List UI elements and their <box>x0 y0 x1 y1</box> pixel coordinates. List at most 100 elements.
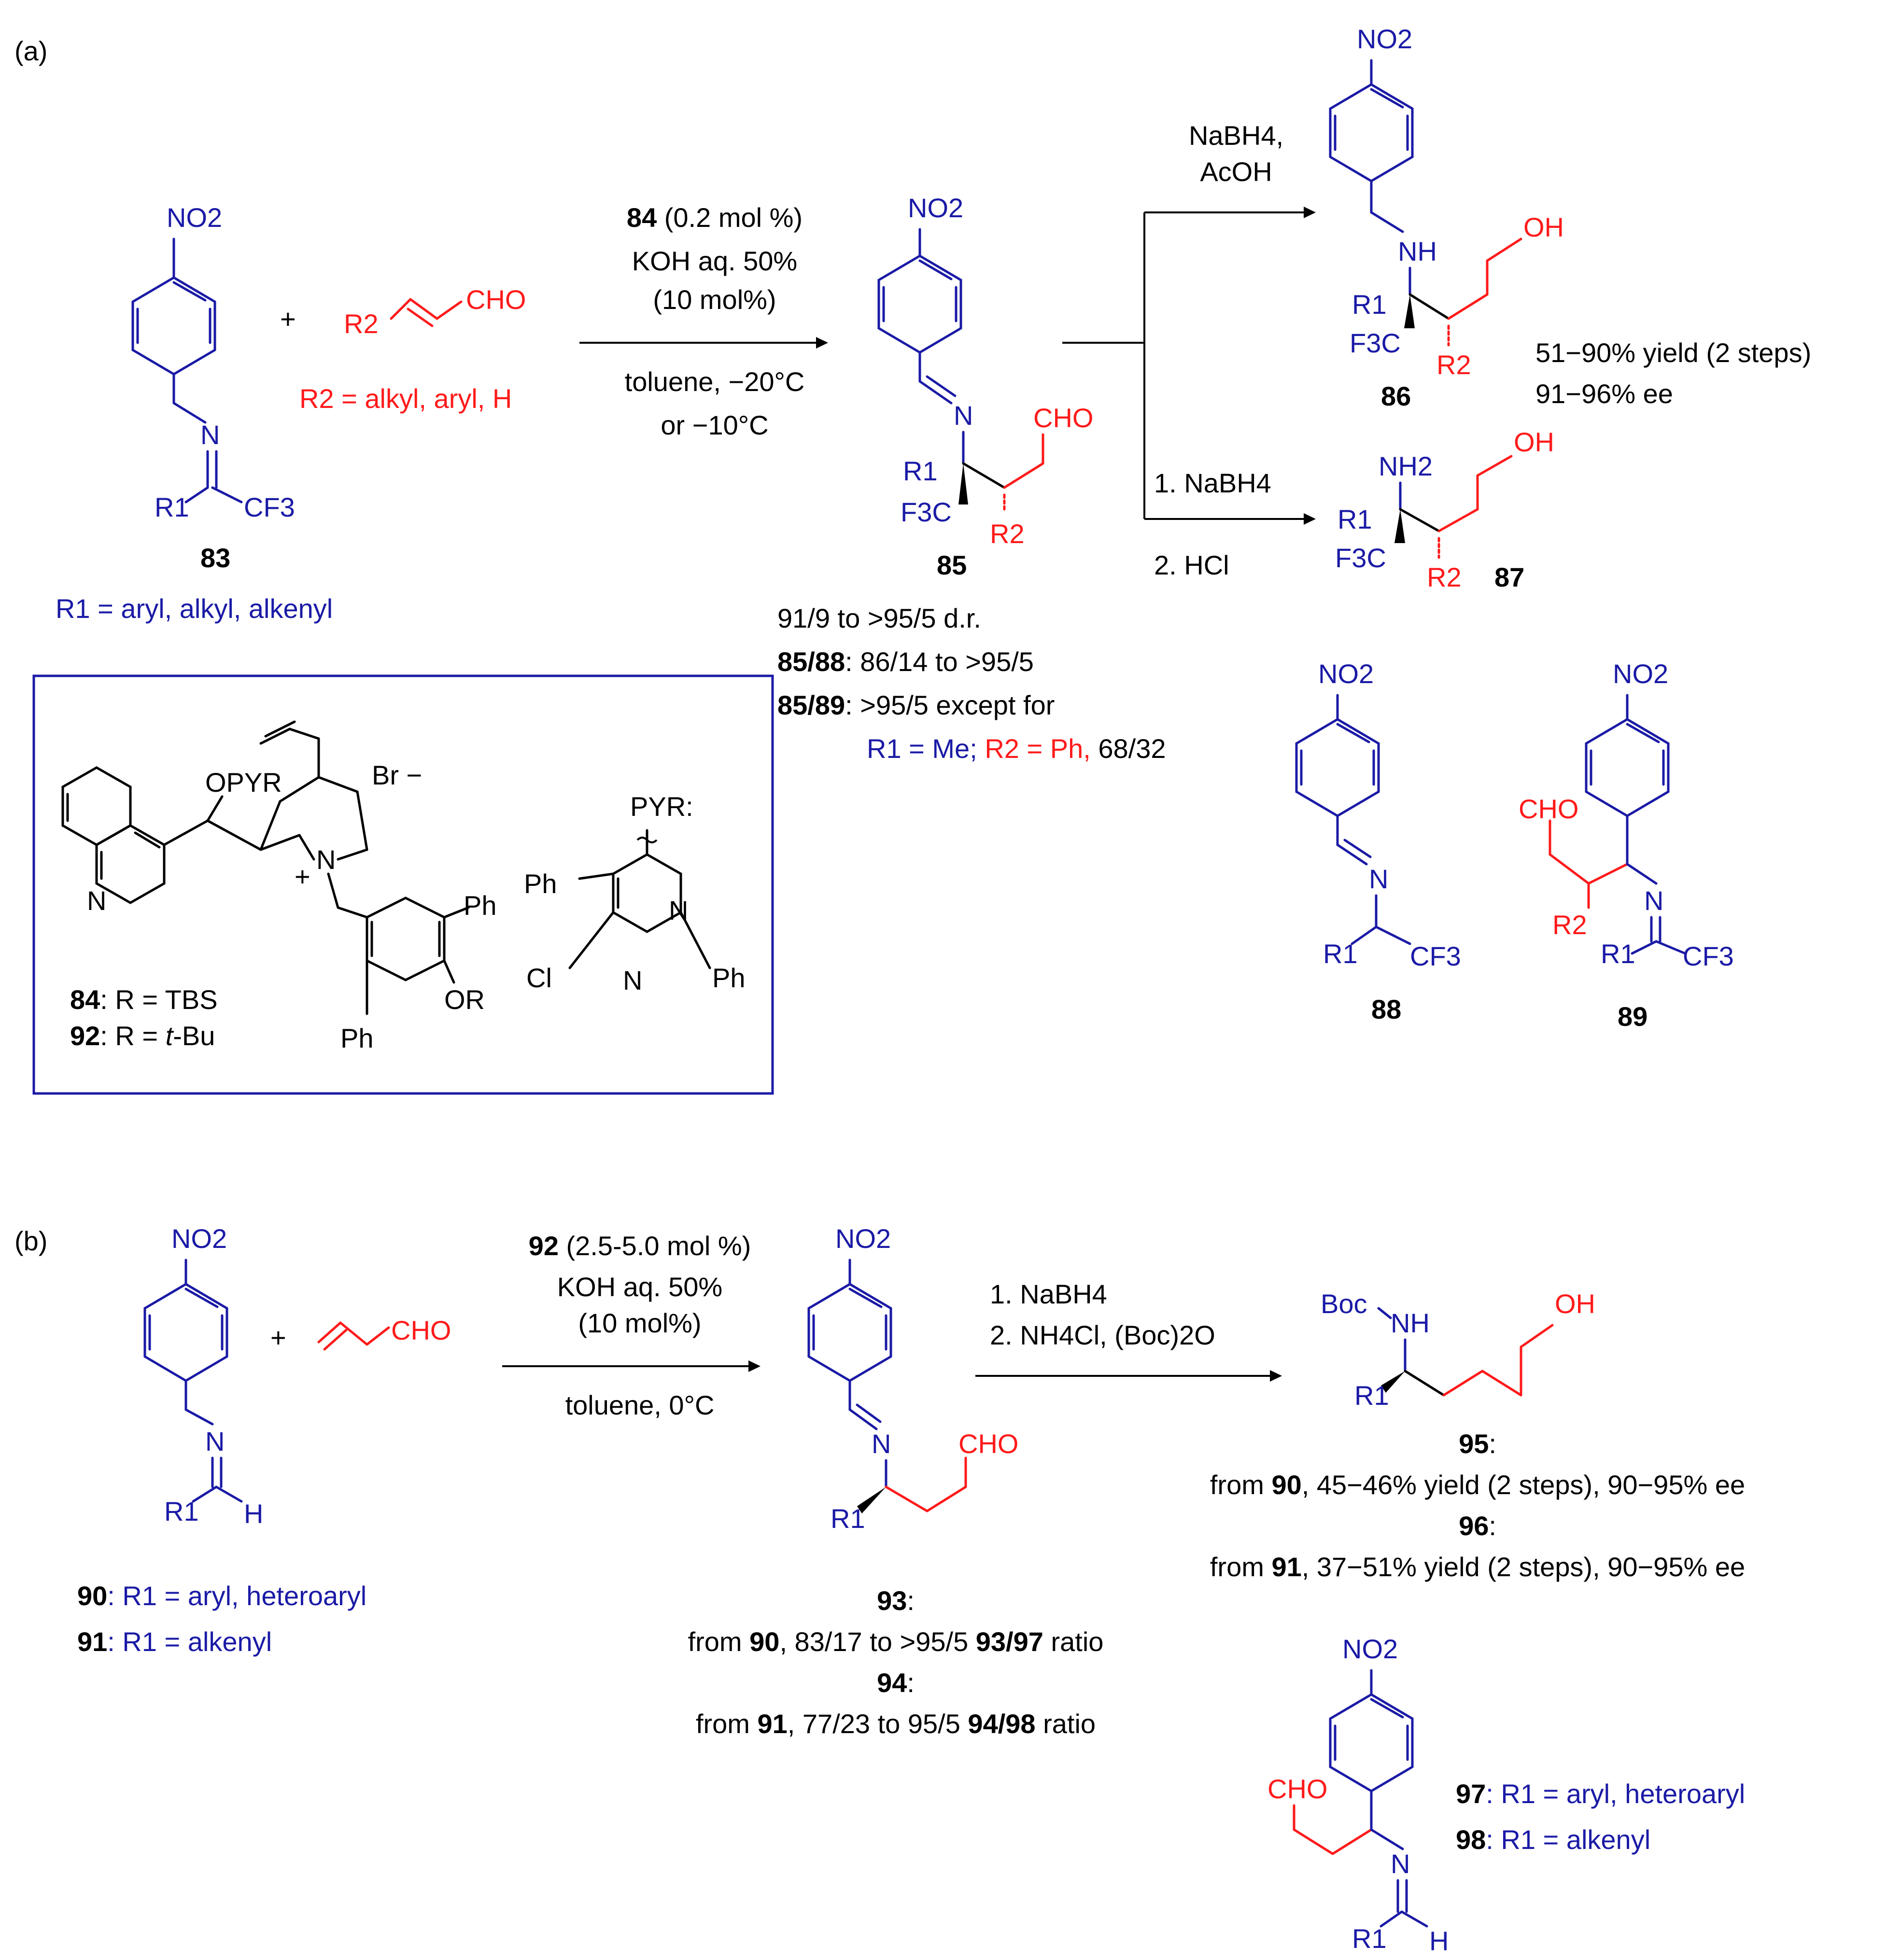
f3c-label: F3C <box>1350 328 1401 358</box>
conditions-base-amount: (10 mol%) <box>653 284 776 315</box>
yield-86: 51−90% yield (2 steps) <box>1535 337 1811 368</box>
reaction-arrow-b2: 1. NaBH4 2. NH4Cl, (Boc)2O <box>975 1279 1282 1382</box>
f3c-label: F3C <box>901 497 952 527</box>
upper-step-acid: AcOH <box>1200 156 1272 187</box>
r2-label: R2 <box>1436 350 1471 380</box>
step-1-reagent: 1. NaBH4 <box>990 1279 1107 1309</box>
ratio-85-88: 85/88: 86/14 to >95/5 <box>777 646 1034 677</box>
imine-n-label: N <box>954 400 973 431</box>
r2-label: R2 <box>344 308 379 339</box>
conditions-base: KOH aq. 50% <box>557 1272 722 1302</box>
imine-h-label: H <box>244 1498 263 1529</box>
catalyst-84-legend: 84: R = TBS <box>70 984 218 1015</box>
compound-95-yield: from 90, 45−46% yield (2 steps), 90−95% … <box>1210 1470 1745 1500</box>
part-b: (b) NO2 N R1 H 90: R1 = aryl, heteroaryl… <box>14 1223 1745 1956</box>
r1-label: R1 <box>164 1496 199 1526</box>
pyrimidine-ph-top: Ph <box>524 868 557 899</box>
starting-material-90-91: NO2 N R1 H 90: R1 = aryl, heteroaryl 91:… <box>77 1223 366 1657</box>
r2-label: R2 <box>1427 562 1462 592</box>
compound-94-header: 94: <box>877 1667 915 1698</box>
compound-94-ratio: from 91, 77/23 to 95/5 94/98 ratio <box>696 1708 1096 1739</box>
nitro-group-label: NO2 <box>1613 658 1668 689</box>
product-95-96: Boc NH OH R1 95: from 90, 45−46% yield (… <box>1210 1288 1745 1582</box>
diastereomeric-ratio: 91/9 to >95/5 d.r. <box>777 603 981 633</box>
imine-n-label: N <box>200 420 220 450</box>
nitro-group-label: NO2 <box>1357 24 1412 54</box>
hydroxyl-label: OH <box>1555 1288 1595 1319</box>
side-product-89: NO2 CHO R2 N R1 CF3 89 <box>1519 658 1734 1032</box>
nitro-group-label: NO2 <box>1342 1634 1398 1664</box>
product-87: NH2 OH R1 F3C R2 87 <box>1335 427 1554 592</box>
r1-label: R1 <box>1601 938 1635 969</box>
chloro-label: Cl <box>526 963 552 993</box>
phenyl-label-lower: Ph <box>340 1023 374 1053</box>
compound-number-85: 85 <box>937 550 967 580</box>
intermediate-93-94: NO2 N CHO R1 93: from 90, 83/17 to >95/5… <box>688 1223 1104 1739</box>
imine-n-label: N <box>205 1426 225 1456</box>
phenyl-label-upper: Ph <box>464 890 497 921</box>
cho-label: CHO <box>958 1428 1018 1459</box>
or-label: OR <box>444 984 485 1015</box>
opyr-label: OPYR <box>205 767 282 798</box>
cho-label: CHO <box>466 284 526 315</box>
compound-96-header: 96: <box>1459 1511 1496 1541</box>
side-product-88: NO2 N R1 CF3 88 <box>1295 658 1461 1024</box>
lower-step-1: 1. NaBH4 <box>1154 468 1271 498</box>
upper-step-reagent: NaBH4, <box>1189 120 1283 151</box>
compound-91-legend: 91: R1 = alkenyl <box>77 1626 272 1657</box>
r1-label: R1 <box>903 456 938 486</box>
compound-90-legend: 90: R1 = aryl, heteroaryl <box>77 1581 366 1611</box>
conditions-solvent: toluene, −20°C <box>625 366 805 397</box>
ratio-85-89: 85/89: >95/5 except for <box>777 690 1055 720</box>
side-product-97-98: NO2 CHO N R1 H 97: R1 = aryl, heteroaryl… <box>1267 1634 1745 1956</box>
plus-sign: + <box>270 1322 286 1353</box>
pyr-label: PYR: <box>630 791 693 822</box>
catalyst-box-frame <box>32 674 774 1095</box>
nitro-group-label: NO2 <box>171 1223 227 1254</box>
cf3-label: CF3 <box>1410 941 1461 971</box>
ammonium-n-label: N <box>316 844 336 875</box>
part-b-label: (b) <box>14 1226 47 1256</box>
compound-number-89: 89 <box>1618 1001 1648 1032</box>
part-a-label: (a) <box>14 36 47 66</box>
reaction-arrow-b1: 92 (2.5-5.0 mol %) KOH aq. 50% (10 mol%)… <box>502 1231 760 1420</box>
compound-93-ratio: from 90, 83/17 to >95/5 93/97 ratio <box>688 1626 1104 1657</box>
reaction-arrow-1: 84 (0.2 mol %) KOH aq. 50% (10 mol%) tol… <box>579 202 828 440</box>
compound-number-83: 83 <box>200 543 230 573</box>
intermediate-85: NO2 N CHO R1 F3C R2 85 <box>877 193 1093 580</box>
r1-label: R1 <box>1354 1380 1389 1411</box>
r1-label: R1 <box>1352 289 1387 320</box>
r1-definition: R1 = aryl, alkyl, alkenyl <box>56 593 333 624</box>
imine-n-label: N <box>872 1428 891 1459</box>
product-86: NO2 NH OH R1 F3C R2 86 51−90% yield (2 s… <box>1329 24 1811 411</box>
compound-97-legend: 97: R1 = aryl, heteroaryl <box>1456 1778 1745 1809</box>
conditions-catalyst: 84 (0.2 mol %) <box>627 202 803 233</box>
r1-label: R1 <box>831 1503 865 1534</box>
imine-n-label: N <box>1391 1848 1410 1879</box>
hydroxyl-label: OH <box>1523 212 1564 242</box>
imine-n-label: N <box>1369 864 1388 894</box>
r1-label: R1 <box>1338 504 1372 534</box>
amine-nh2-label: NH2 <box>1379 451 1433 481</box>
step-2-reagent: 2. NH4Cl, (Boc)2O <box>990 1320 1215 1350</box>
enal-reagent: R2 CHO R2 = alkyl, aryl, H <box>299 284 526 414</box>
compound-95-header: 95: <box>1459 1428 1496 1459</box>
cf3-label: CF3 <box>244 492 295 522</box>
cho-label: CHO <box>1033 403 1093 433</box>
acrolein-reagent: CHO <box>317 1315 451 1351</box>
catalyst-box: N OPYR N + Br − <box>32 674 774 1095</box>
nitro-group-label: NO2 <box>1318 658 1374 689</box>
nitro-group-label: NO2 <box>835 1223 891 1254</box>
r1-label: R1 <box>1352 1923 1387 1954</box>
cho-label: CHO <box>1519 794 1578 824</box>
pyrimidine-n2-label: N <box>623 965 642 995</box>
cf3-label: CF3 <box>1683 941 1734 971</box>
hydroxyl-label: OH <box>1514 427 1554 457</box>
selectivity-notes: 91/9 to >95/5 d.r. 85/88: 86/14 to >95/5… <box>777 603 1166 764</box>
amine-nh-label: NH <box>1398 236 1437 266</box>
compound-number-88: 88 <box>1371 994 1401 1024</box>
catalyst-92-legend: 92: R = t-Bu <box>70 1021 215 1051</box>
lower-step-2: 2. HCl <box>1154 550 1229 580</box>
quinoline-n-label: N <box>87 885 106 916</box>
